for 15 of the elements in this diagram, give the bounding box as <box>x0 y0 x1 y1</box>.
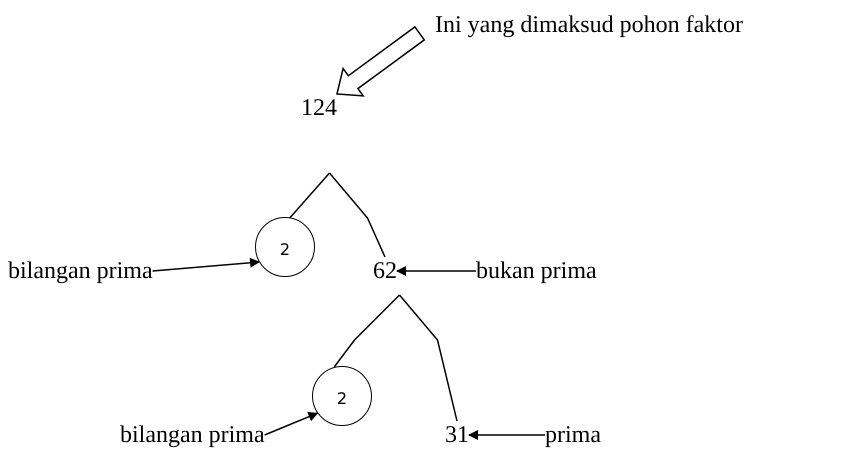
arrow <box>468 430 545 440</box>
annotation-text: bilangan prima <box>120 421 265 449</box>
arrow <box>396 266 476 276</box>
number-label: 124 <box>301 94 337 122</box>
block-arrow <box>336 26 426 97</box>
number-label: 31 <box>445 421 469 449</box>
arrow <box>264 412 318 436</box>
annotation-text: prima <box>545 421 601 449</box>
circled-number: 2 <box>312 366 372 426</box>
annotation-text: Ini yang dimaksud pohon faktor <box>435 11 743 39</box>
annotation-text: bukan prima <box>476 257 597 285</box>
arrow <box>152 258 260 272</box>
circled-number: 2 <box>255 217 315 277</box>
annotation-text: bilangan prima <box>8 257 153 285</box>
number-label: 62 <box>373 257 397 285</box>
